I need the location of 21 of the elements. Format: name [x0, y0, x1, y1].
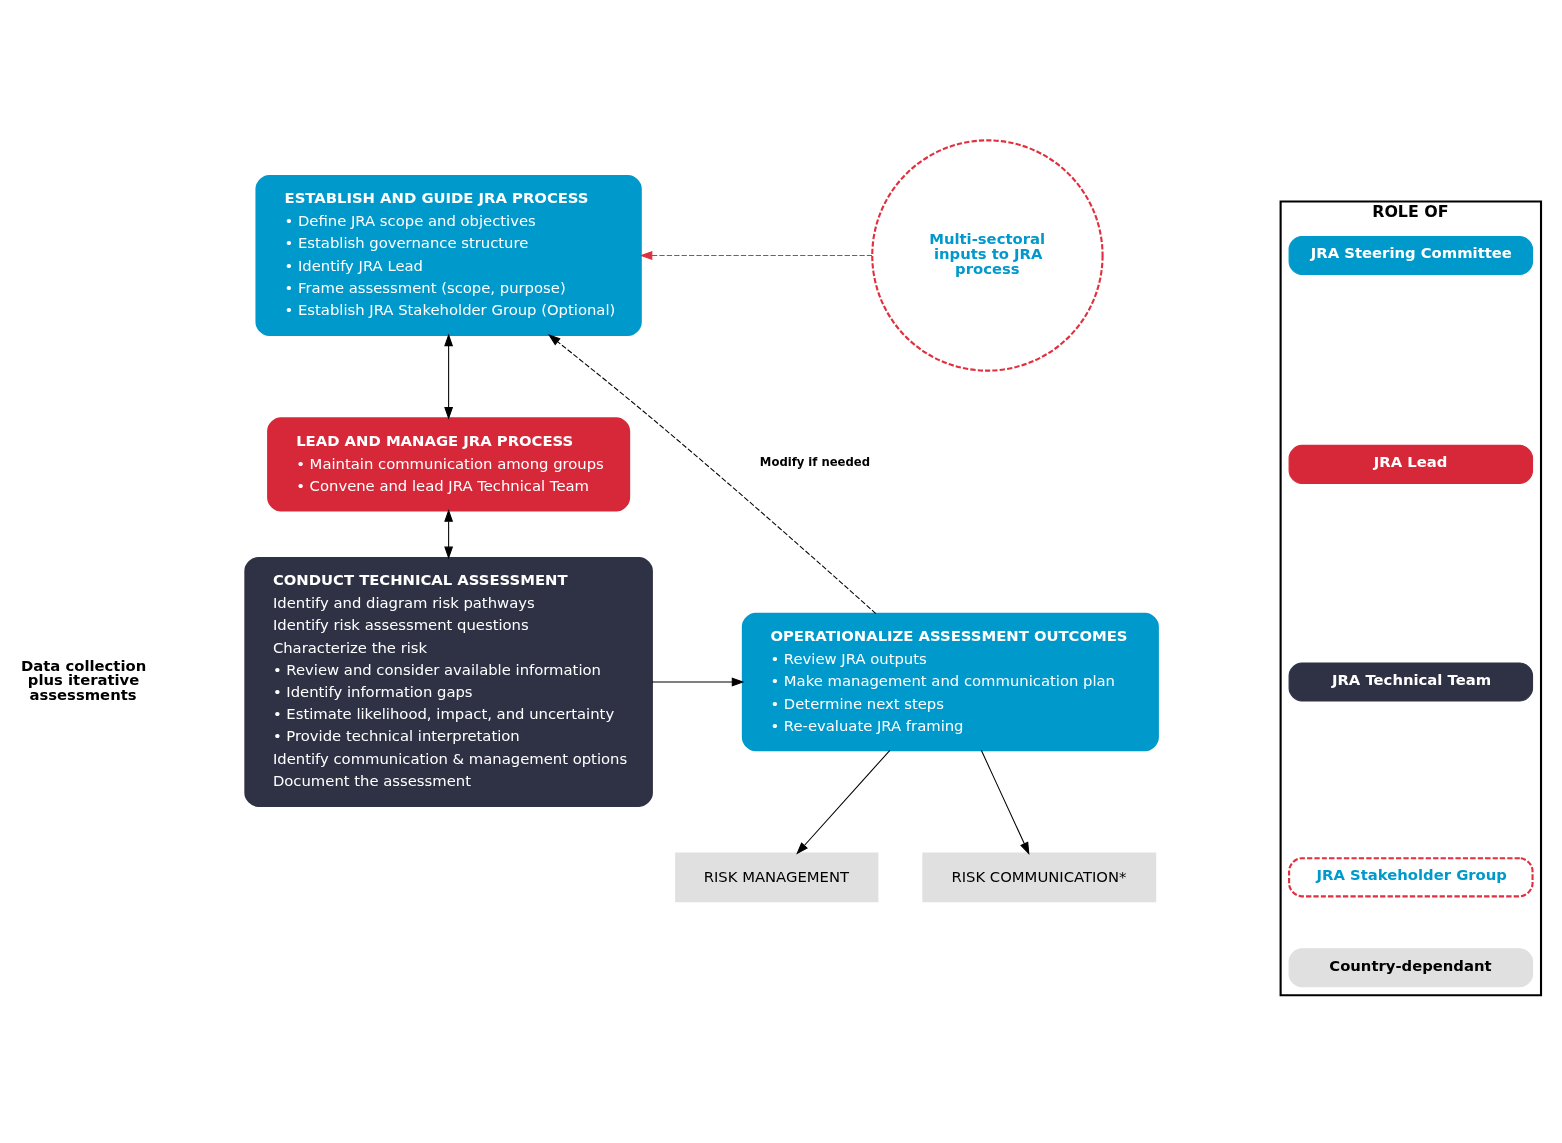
arrow	[444, 508, 454, 559]
legend-label: JRA Stakeholder Group	[1316, 865, 1507, 883]
arrow	[980, 749, 1030, 855]
legend-label: JRA Technical Team	[1331, 670, 1492, 688]
node-box: CONDUCT TECHNICAL ASSESSMENT Identify and diagram risk pathways Identify risk assessment questions Characterize the risk • Review and consider available information • Identify information gaps • Estimate likelihood, impact, and uncertainty • Provide technical interpretation Identify communication & management options Document the assessment	[244, 556, 653, 807]
node-circle: Multi-sectoral inputs to JRA process	[871, 138, 1104, 372]
label: Data collection plus iterative assessments	[20, 656, 147, 703]
node-box: OPERATIONALIZE ASSESSMENT OUTCOMES • Review JRA outputs • Make management and communication plan • Determine next steps • Re-evaluate JRA framing	[741, 612, 1159, 751]
arrow	[796, 749, 891, 855]
legend-label: JRA Lead	[1373, 452, 1448, 470]
arrow	[444, 332, 454, 420]
legend-label: JRA Steering Committee	[1310, 243, 1512, 261]
arrow	[651, 677, 745, 686]
node-box: ESTABLISH AND GUIDE JRA PROCESS • Define JRA scope and objectives • Establish governance structure • Identify JRA Lead • Frame assessment (scope, purpose) • Establish JRA Stakeholder Group (Optional)	[255, 174, 642, 336]
node-box: RISK MANAGEMENT	[675, 851, 879, 902]
arrow	[547, 333, 877, 614]
node-box: RISK COMMUNICATION*	[922, 851, 1157, 902]
edge-label: Modify if needed	[759, 454, 871, 469]
legend-label: Country-dependant	[1329, 956, 1492, 974]
arrow	[639, 250, 873, 260]
node-box: LEAD AND MANAGE JRA PROCESS • Maintain communication among groups • Convene and lead JRA Technical Team	[267, 416, 631, 512]
